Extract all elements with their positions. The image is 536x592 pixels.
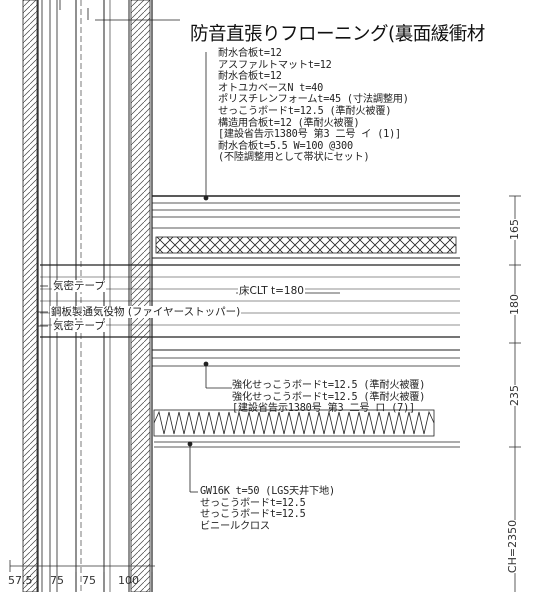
note-line: ポリスチレンフォームt=45 (寸法調整用) bbox=[218, 94, 409, 106]
ceiling-insulation bbox=[153, 409, 435, 437]
note-line: [建設省告示1380号 第3 二号 ロ (7)] bbox=[232, 403, 415, 415]
note-line: [建設省告示1380号 第3 二号 イ (1)] bbox=[218, 129, 401, 141]
note-line: 耐水合板t=12 bbox=[218, 71, 282, 83]
clt-label: 床CLT t=180 bbox=[238, 285, 305, 297]
ceiling-notes: 強化せっこうボードt=12.5 (準耐火被覆) 強化せっこうボードt=12.5 … bbox=[232, 380, 425, 415]
steel-vent-label: 鋼板製通気役物 (ファイヤーストッパー) bbox=[50, 306, 242, 318]
dim-180: 180 bbox=[508, 294, 521, 315]
dim-57-5: 57.5 bbox=[8, 574, 33, 587]
note-line: 構造用合板t=12 (準耐火被覆) bbox=[218, 117, 360, 129]
note-line: せっこうボードt=12.5 bbox=[200, 497, 306, 509]
note-line: GW16K t=50 (LGS天井下地) bbox=[200, 486, 335, 497]
bottom-notes: GW16K t=50 (LGS天井下地) せっこうボードt=12.5 せっこうボ… bbox=[200, 486, 335, 532]
ceiling-insulation-wave bbox=[153, 410, 435, 435]
dim-ch: CH=2350 bbox=[506, 519, 520, 574]
note-line: オトユカベースN t=40 bbox=[218, 82, 324, 94]
floor-layers bbox=[40, 195, 460, 448]
dim-100: 100 bbox=[118, 574, 139, 587]
top-notes: 耐水合板t=12 アスファルトマットt=12 耐水合板t=12 オトユカベースN… bbox=[218, 48, 409, 164]
airtight-tape-top-label: 気密テープ bbox=[52, 280, 106, 292]
note-line: 強化せっこうボードt=12.5 (準耐火被覆) bbox=[232, 380, 426, 391]
floor-insulation-crosshatch bbox=[155, 236, 457, 254]
exterior-cladding-layer bbox=[22, 0, 38, 592]
dim-235: 235 bbox=[508, 385, 521, 406]
dim-165: 165 bbox=[508, 219, 521, 240]
note-line: (不陸調整用として帯状にセット) bbox=[218, 152, 370, 164]
note-line: アスファルトマットt=12 bbox=[218, 59, 332, 71]
airtight-tape-bottom-label: 気密テープ bbox=[52, 320, 106, 332]
dim-75-b: 75 bbox=[82, 574, 96, 587]
note-line: 耐水合板t=5.5 W=100 @300 bbox=[218, 140, 353, 152]
note-line: せっこうボードt=12.5 bbox=[200, 509, 306, 521]
note-line: 強化せっこうボードt=12.5 (準耐火被覆) bbox=[232, 391, 426, 403]
wall-layers bbox=[22, 0, 153, 592]
wall-insulation-band bbox=[130, 0, 151, 592]
note-line: せっこうボードt=12.5 (準耐火被覆) bbox=[218, 105, 392, 117]
dim-75-a: 75 bbox=[50, 574, 64, 587]
flooring-title: 防音直張りフローニング(裏面緩衝材 bbox=[190, 24, 485, 45]
note-line: 耐水合板t=12 bbox=[218, 48, 282, 59]
note-line: ビニールクロス bbox=[200, 520, 270, 532]
horizontal-dimensions bbox=[9, 560, 155, 572]
